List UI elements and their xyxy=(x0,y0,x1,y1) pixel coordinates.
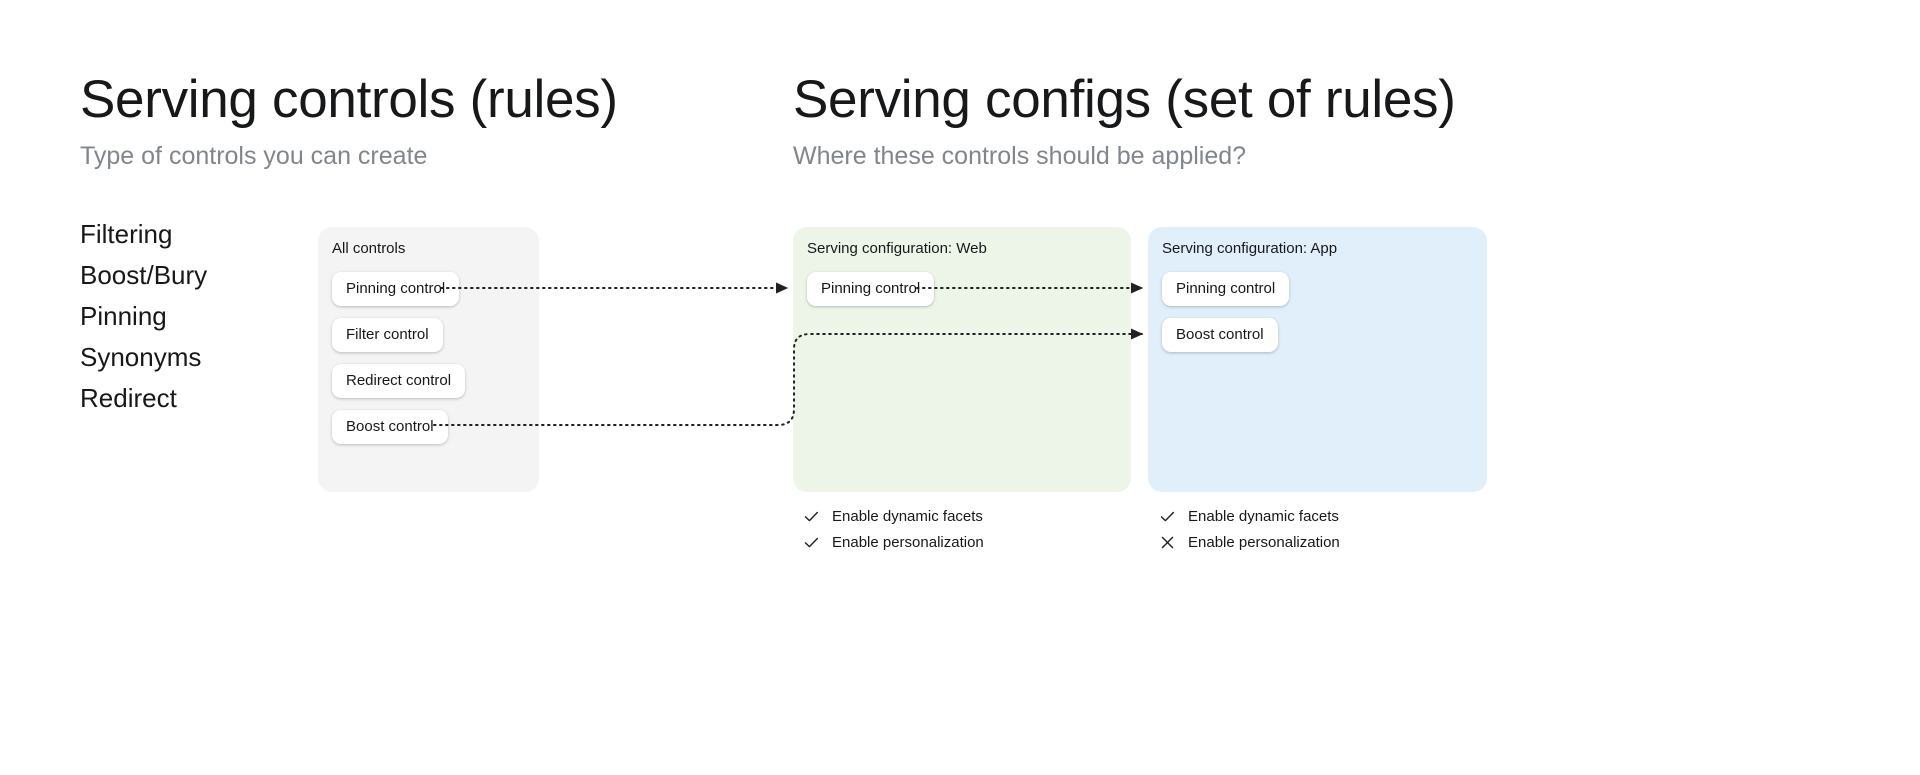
check-icon xyxy=(800,505,822,527)
close-icon xyxy=(1156,531,1178,553)
chip-filter-control[interactable]: Filter control xyxy=(332,318,443,352)
option-label: Enable dynamic facets xyxy=(1188,507,1339,525)
chip-pinning-control[interactable]: Pinning control xyxy=(332,272,460,306)
serving-config-web-card-title: Serving configuration: Web xyxy=(807,240,987,257)
control-type-item: Synonyms xyxy=(80,342,202,372)
serving-config-web-chip-list: Pinning control xyxy=(807,272,935,306)
control-type-item: Pinning xyxy=(80,301,167,331)
option-label: Enable personalization xyxy=(1188,533,1340,551)
control-type-list: Filtering Boost/Bury Pinning Synonyms Re… xyxy=(80,214,207,419)
serving-config-web-options: Enable dynamic facets Enable personaliza… xyxy=(800,503,984,555)
option-row-enable-personalization[interactable]: Enable personalization xyxy=(1156,529,1340,555)
option-row-enable-dynamic-facets[interactable]: Enable dynamic facets xyxy=(1156,503,1340,529)
chip-boost-control[interactable]: Boost control xyxy=(332,410,448,444)
control-type-item: Redirect xyxy=(80,383,177,413)
check-icon xyxy=(800,531,822,553)
left-section-heading: Serving controls (rules) Type of control… xyxy=(80,72,618,171)
control-type-item: Filtering xyxy=(80,219,173,249)
chip-pinning-control[interactable]: Pinning control xyxy=(807,272,935,306)
all-controls-chip-list: Pinning control Filter control Redirect … xyxy=(332,272,466,444)
serving-config-app-card-title: Serving configuration: App xyxy=(1162,240,1338,257)
option-row-enable-dynamic-facets[interactable]: Enable dynamic facets xyxy=(800,503,984,529)
all-controls-card-title: All controls xyxy=(332,240,406,257)
option-row-enable-personalization[interactable]: Enable personalization xyxy=(800,529,984,555)
left-section-title: Serving controls (rules) xyxy=(80,70,618,129)
serving-config-web-card: Serving configuration: Web Pinning contr… xyxy=(793,227,1131,492)
serving-config-app-card: Serving configuration: App Pinning contr… xyxy=(1148,227,1487,492)
option-label: Enable dynamic facets xyxy=(832,507,983,525)
serving-config-app-chip-list: Pinning control Boost control xyxy=(1162,272,1290,352)
chip-boost-control[interactable]: Boost control xyxy=(1162,318,1278,352)
control-type-item: Boost/Bury xyxy=(80,260,208,290)
serving-config-app-options: Enable dynamic facets Enable personaliza… xyxy=(1156,503,1340,555)
chip-pinning-control[interactable]: Pinning control xyxy=(1162,272,1290,306)
left-section-subtitle: Type of controls you can create xyxy=(80,141,428,170)
all-controls-card: All controls Pinning control Filter cont… xyxy=(318,227,539,492)
right-section-heading: Serving configs (set of rules) Where the… xyxy=(793,72,1456,171)
right-section-subtitle: Where these controls should be applied? xyxy=(793,141,1247,170)
chip-redirect-control[interactable]: Redirect control xyxy=(332,364,466,398)
right-section-title: Serving configs (set of rules) xyxy=(793,70,1456,129)
check-icon xyxy=(1156,505,1178,527)
option-label: Enable personalization xyxy=(832,533,984,551)
